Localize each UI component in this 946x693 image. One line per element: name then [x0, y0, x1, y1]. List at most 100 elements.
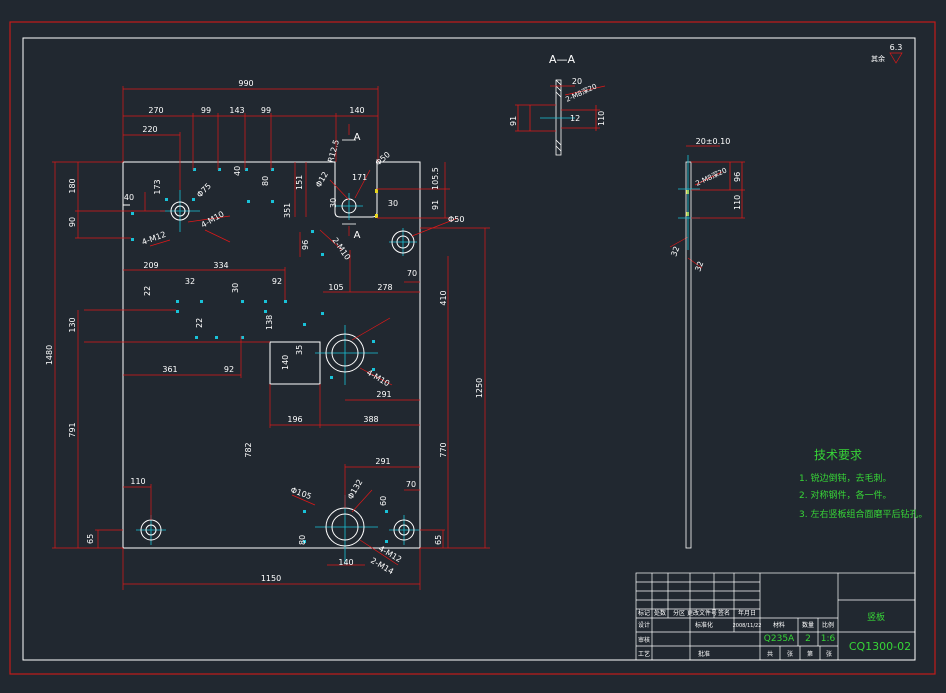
- dim-143: 143: [229, 106, 244, 115]
- dim-30: 30: [329, 198, 338, 208]
- dimension-label: 张: [826, 650, 832, 658]
- drawing-rect: [330, 376, 333, 379]
- note-3: 3. 左右竖板组合面磨平后钻孔。: [799, 508, 927, 520]
- dimension-label: 比例: [822, 621, 834, 629]
- drawing-rect: [686, 212, 689, 216]
- dim-phi50: Φ50: [374, 150, 392, 167]
- hole-bottom-right: [393, 519, 415, 541]
- dim-291b: 291: [375, 457, 390, 466]
- dim-110: 110: [130, 477, 145, 486]
- dim-92b: 92: [224, 365, 234, 374]
- drawing-line: [187, 215, 231, 223]
- drawing-rect: [372, 368, 375, 371]
- dim-22: 22: [143, 286, 152, 296]
- dim-351: 351: [283, 203, 292, 218]
- dim-782: 782: [244, 442, 253, 457]
- dim-4m12: 4-M12: [141, 230, 168, 247]
- dim-130: 130: [68, 317, 77, 332]
- roughness-note: 其余: [871, 54, 885, 63]
- drawing-rect: [685, 161, 692, 549]
- dim-770: 770: [439, 442, 448, 457]
- drawing-rect: [165, 198, 168, 201]
- dim-70b: 70: [406, 480, 416, 489]
- drawing-rect: [247, 200, 250, 203]
- dim-140: 140: [349, 106, 364, 115]
- drawing-line: [687, 257, 703, 269]
- dim-209: 209: [143, 261, 158, 270]
- drawing-rect: [131, 212, 134, 215]
- drawing-line: [149, 239, 171, 247]
- drawing-g: 标记 处数 分区 更改文件号 签名 年月日 设计 审核 工艺 标准化 批准 20…: [638, 609, 834, 658]
- dim-1250: 1250: [475, 378, 484, 398]
- dim-410: 410: [439, 290, 448, 305]
- tb-drawing-no: CQ1300-02: [849, 640, 911, 653]
- drawing-rect: [284, 300, 287, 303]
- dim-30b: 30: [388, 199, 398, 208]
- dimension-label: 设计: [638, 621, 650, 629]
- drawing-rect: [195, 336, 198, 339]
- edge-markers: [375, 189, 689, 218]
- drawing-line: [329, 179, 350, 201]
- dim-40b: 40: [233, 166, 242, 176]
- dimension-label: 共: [767, 650, 773, 658]
- section-title: A—A: [549, 53, 576, 66]
- dim-30c: 30: [231, 283, 240, 293]
- dimension-label: 材料: [773, 621, 785, 629]
- drawing-line: [351, 317, 391, 341]
- dim-291: 291: [376, 390, 391, 399]
- dim-140c: 140: [338, 558, 353, 567]
- dim-32: 32: [185, 277, 195, 286]
- drawing-circle: [331, 339, 359, 367]
- drawing-rect: [375, 189, 378, 193]
- dim-22b: 22: [195, 318, 204, 328]
- dim-phi50b: Φ50: [448, 215, 464, 224]
- dim-1480: 1480: [45, 345, 54, 365]
- dim-278: 278: [377, 283, 392, 292]
- dimension-texts: 990 270 99 143 99 140 220 180 40 90 173 …: [45, 79, 484, 583]
- drawing-rect: [555, 79, 562, 156]
- dimension-label: 标记: [638, 609, 650, 617]
- drawing-rect: [264, 300, 267, 303]
- dim-171: 171: [352, 173, 367, 182]
- drawing-line: [351, 489, 373, 513]
- drawing-rect: [176, 310, 179, 313]
- dim-91: 91: [431, 200, 440, 210]
- dim-35: 35: [295, 345, 304, 355]
- dim-140b: 140: [281, 355, 290, 370]
- drawing-rect: [271, 168, 274, 171]
- dimension-label: 审核: [638, 636, 650, 644]
- drawing-line: [354, 169, 371, 199]
- drawing-g: [686, 145, 745, 219]
- drawing-rect: [192, 198, 195, 201]
- dim-80b: 80: [298, 535, 307, 545]
- hole-small-top: [341, 198, 357, 214]
- drawing-circle: [396, 235, 410, 249]
- drawing-g: A—A 20 2-M8深20 91 12 110: [509, 53, 606, 126]
- dim-99: 99: [201, 106, 211, 115]
- dim-105: 105: [328, 283, 343, 292]
- drawing-rect: [303, 323, 306, 326]
- dimension-label: 第: [807, 650, 813, 658]
- drawing-g: 6.3 其余: [871, 43, 902, 63]
- dim-90: 90: [68, 217, 77, 227]
- drawing-line: [204, 229, 231, 243]
- cut-label-bottom: A: [354, 230, 361, 241]
- side-dim-2m8: 2-M8深20: [694, 166, 728, 188]
- dim-4m10b: 4-M10: [365, 368, 391, 388]
- dimension-label: 分区: [673, 609, 685, 617]
- side-dim-32: 32: [669, 245, 681, 258]
- drawing-rect: [215, 336, 218, 339]
- side-dim-32b: 32: [693, 260, 705, 273]
- outer-frame: [9, 21, 936, 675]
- dim-180: 180: [68, 178, 77, 193]
- sec-dim-20: 20: [572, 77, 582, 86]
- title-block: [635, 572, 916, 661]
- dim-phi132: Φ132: [346, 478, 365, 501]
- hole-upper-right: [391, 230, 415, 254]
- dim-990: 990: [238, 79, 253, 88]
- dim-173: 173: [153, 179, 162, 194]
- drawing-rect: [303, 540, 306, 543]
- side-dim-110: 110: [733, 195, 742, 210]
